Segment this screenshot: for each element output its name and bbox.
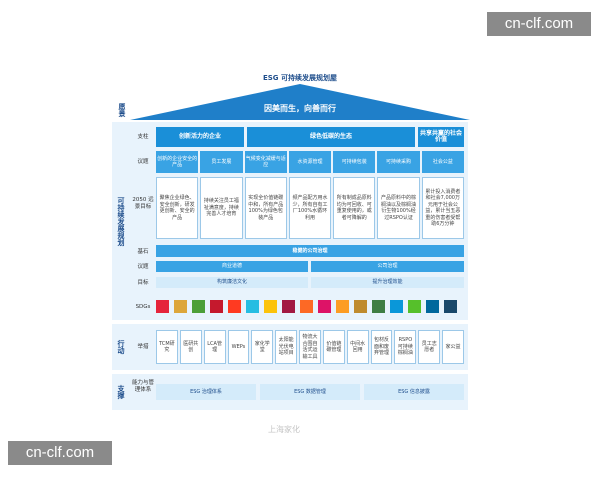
action-item-9: 中间水回用 — [346, 330, 369, 364]
action-item-12: 员工志愿者 — [418, 330, 441, 364]
sdg-7-icon — [264, 300, 277, 313]
goal-item-3: 实现全价值链碳中和，所有产品100%为绿色包装产品 — [244, 177, 287, 239]
action-item-4: WEPs — [227, 330, 250, 364]
sdg-2-icon — [174, 300, 187, 313]
foundation-goal-integrity: 构筑廉洁文化 — [156, 277, 308, 288]
action-item-2: 医研共创 — [179, 330, 202, 364]
support-governance: ESG 治理体系 — [156, 384, 256, 400]
foundation-goal-efficiency: 提升治理效能 — [311, 277, 464, 288]
topic-item-2: 员工发展 — [200, 151, 243, 173]
foundation-row-label: 基石 — [137, 249, 149, 255]
topics-row-label: 议题 — [137, 159, 149, 165]
sdg-16-icon — [426, 300, 439, 313]
sdg-8-icon — [282, 300, 295, 313]
roof-shape — [130, 84, 470, 120]
actions-label: 行动 — [117, 340, 125, 354]
support-row-label: 能力与管理体系 — [131, 380, 154, 393]
topic-item-3: 气候变化减缓与适应 — [244, 151, 287, 173]
topic-item-4: 水资源管理 — [288, 151, 332, 173]
pillar-row-label: 支柱 — [137, 134, 149, 140]
foundation-topics-label: 议题 — [137, 264, 149, 270]
action-item-6: 太阳能光伏电站项目 — [275, 330, 298, 364]
watermark-top: cn-clf.com — [487, 12, 591, 36]
action-item-1: TCM研究 — [156, 330, 178, 364]
action-item-3: LCA管理 — [203, 330, 226, 364]
foundation-topic-governance: 公司治理 — [311, 261, 464, 272]
sdg-9-icon — [300, 300, 313, 313]
goal-item-1: 聚焦企业绿色、安全创新，研发更创新、安全的产品 — [156, 177, 199, 239]
goal-item-4: 频产品配方用水少，所有自有工厂100%水循环利用 — [288, 177, 332, 239]
goal-item-7: 累计投入消费者和社会7,000万元用于社会公益，累计当五恶重的伤害者受帮助6万分… — [421, 177, 464, 239]
topic-item-1: 创新的企业安全的产品 — [156, 151, 199, 173]
foundation-topic-ethics: 商业道德 — [156, 261, 308, 272]
sdg-10-icon — [318, 300, 331, 313]
sdg-1-icon — [156, 300, 169, 313]
foundation-goals-label: 目标 — [137, 280, 149, 286]
support-disclosure: ESG 信息披露 — [364, 384, 464, 400]
sdg-15-icon — [408, 300, 421, 313]
topic-item-5: 可持续包装 — [333, 151, 376, 173]
topic-item-6: 可持续采购 — [377, 151, 420, 173]
sdg-12-icon — [354, 300, 367, 313]
support-label: 支撑 — [117, 385, 125, 399]
action-item-13: 家公益 — [442, 330, 464, 364]
foundation-bar: 稳健的公司治理 — [156, 245, 464, 257]
vision-label: 愿景 — [118, 103, 126, 117]
action-item-8: 价值链碳管理 — [322, 330, 345, 364]
action-item-7: 物流大合围自活式运输工具 — [299, 330, 321, 364]
strategy-label: 可持续发展规划 — [117, 196, 125, 246]
support-data: ESG 数据管理 — [260, 384, 360, 400]
sdg-17-icon — [444, 300, 457, 313]
goal-item-6: 产品原料中的棕榈油以及棕榈油衍生物100%经过RSPO认证 — [377, 177, 420, 239]
sdg-13-icon — [372, 300, 385, 313]
sdgs-row-label: SDGs — [135, 304, 151, 310]
sdg-5-icon — [228, 300, 241, 313]
watermark-bottom: cn-clf.com — [8, 441, 112, 465]
sdg-14-icon — [390, 300, 403, 313]
vision-text: 因美而生，向善而行 — [264, 104, 336, 113]
goal-item-2: 持续关注员工福祉满意度，持续完善人才培育 — [200, 177, 243, 239]
diagram-title: ESG 可持续发展规划屋 — [262, 74, 337, 82]
goals-row-label: 2050 远景目标 — [132, 197, 154, 210]
sdg-4-icon — [210, 300, 223, 313]
actions-row-label: 举措 — [137, 344, 149, 350]
action-item-5: 家化学堂 — [251, 330, 274, 364]
action-item-11: RSPO可持续棕榈油 — [394, 330, 417, 364]
sdg-11-icon — [336, 300, 349, 313]
sdg-6-icon — [246, 300, 259, 313]
pillar-social: 共享共赢的社会价值 — [418, 127, 464, 147]
pillar-innovation: 创新活力的企业 — [156, 127, 244, 147]
topic-item-7: 社会公益 — [421, 151, 464, 173]
pillar-green: 绿色低碳的生态 — [247, 127, 415, 147]
action-item-10: 包材反面和废弃管理 — [370, 330, 393, 364]
sdg-3-icon — [192, 300, 205, 313]
goal-item-5: 所有制成品原料均为可回收、可重复使用的，或者可降解的 — [333, 177, 376, 239]
footer-watermark: 上海家化 — [268, 425, 300, 434]
